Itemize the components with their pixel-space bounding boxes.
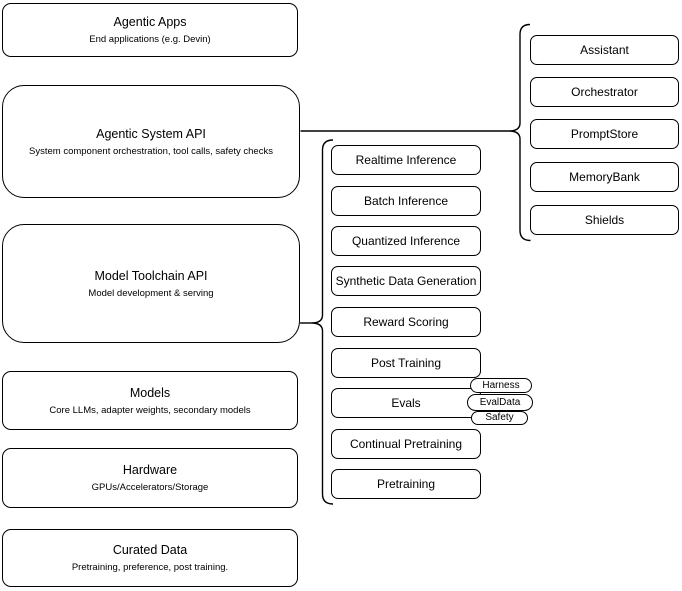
node-subtitle: GPUs/Accelerators/Storage	[91, 482, 209, 493]
node-agentic-apps: Agentic Apps End applications (e.g. Devi…	[2, 3, 298, 57]
node-title: Model Toolchain API	[94, 268, 208, 283]
node-title: Models	[129, 385, 171, 400]
node-post-training: Post Training	[331, 348, 481, 378]
node-title: Hardware	[122, 463, 178, 477]
node-subtitle: Core LLMs, adapter weights, secondary mo…	[49, 404, 251, 416]
node-subtitle: System component orchestration, tool cal…	[29, 145, 273, 157]
node-pretraining: Pretraining	[331, 469, 481, 499]
node-hardware: Hardware GPUs/Accelerators/Storage	[2, 448, 298, 508]
node-subtitle: End applications (e.g. Devin)	[89, 34, 211, 45]
node-curated-data: Curated Data Pretraining, preference, po…	[2, 529, 298, 587]
node-subtitle: Pretraining, preference, post training.	[71, 562, 229, 573]
node-title: Curated Data	[112, 543, 188, 557]
node-assistant: Assistant	[530, 35, 679, 65]
node-orchestrator: Orchestrator	[530, 77, 679, 107]
node-memorybank: MemoryBank	[530, 162, 679, 192]
node-evals: Evals	[331, 388, 481, 418]
node-continual-pretraining: Continual Pretraining	[331, 429, 481, 459]
node-title: Agentic Apps	[113, 15, 187, 29]
node-promptstore: PromptStore	[530, 119, 679, 149]
node-agentic-system-api: Agentic System API System component orch…	[2, 85, 300, 198]
toolchain-brace	[311, 139, 334, 505]
node-realtime-inference: Realtime Inference	[331, 145, 481, 175]
node-subtitle: Model development & serving	[88, 287, 214, 299]
node-reward-scoring: Reward Scoring	[331, 307, 481, 337]
tag-evaldata: EvalData	[467, 394, 533, 411]
node-title: Agentic System API	[96, 126, 206, 141]
node-models: Models Core LLMs, adapter weights, secon…	[2, 371, 298, 430]
system-brace	[508, 23, 531, 242]
node-synthetic-data-generation: Synthetic Data Generation	[331, 266, 481, 296]
node-model-toolchain-api: Model Toolchain API Model development & …	[2, 224, 300, 343]
node-batch-inference: Batch Inference	[331, 186, 481, 216]
node-quantized-inference: Quantized Inference	[331, 226, 481, 256]
tag-harness: Harness	[470, 378, 532, 393]
tag-safety: Safety	[471, 411, 528, 425]
node-shields: Shields	[530, 205, 679, 235]
